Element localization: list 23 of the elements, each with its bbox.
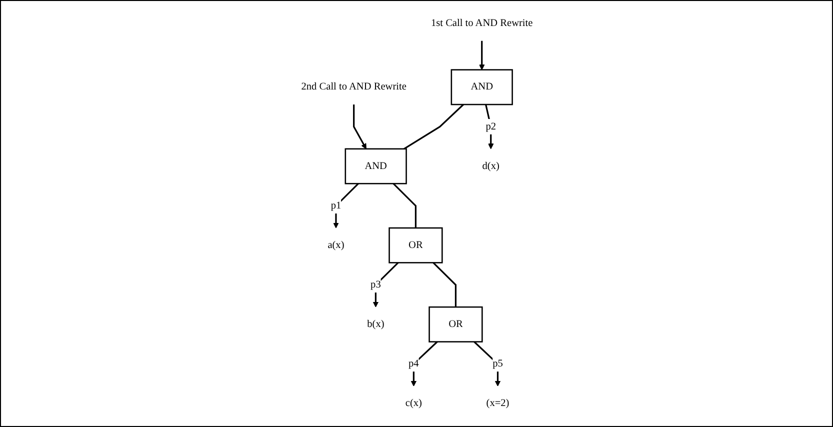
arrow bbox=[372, 262, 398, 308]
node-text: c(x) bbox=[404, 398, 422, 409]
connector bbox=[392, 183, 416, 228]
edge-label: p5 bbox=[492, 358, 502, 370]
edge-label: p3 bbox=[370, 279, 380, 290]
connector bbox=[403, 104, 464, 150]
node-box: AND bbox=[450, 69, 512, 106]
node-box: AND bbox=[344, 148, 406, 184]
node-text: (x=2) bbox=[486, 398, 509, 409]
node-box: OR bbox=[388, 227, 442, 264]
arrow bbox=[478, 40, 484, 70]
connector bbox=[432, 262, 456, 308]
node-text: d(x) bbox=[482, 160, 499, 172]
arrow bbox=[352, 104, 366, 150]
arrow bbox=[484, 104, 494, 150]
edge-label: p2 bbox=[485, 120, 496, 132]
node-text: 1st Call to AND Rewrite bbox=[430, 18, 532, 29]
edge-label: p1 bbox=[330, 200, 341, 211]
edge-label: p4 bbox=[408, 358, 418, 370]
node-text: b(x) bbox=[366, 318, 384, 330]
node-text: a(x) bbox=[327, 240, 344, 250]
node-text: 2nd Call to AND Rewrite bbox=[300, 81, 406, 92]
node-box: OR bbox=[428, 306, 482, 342]
